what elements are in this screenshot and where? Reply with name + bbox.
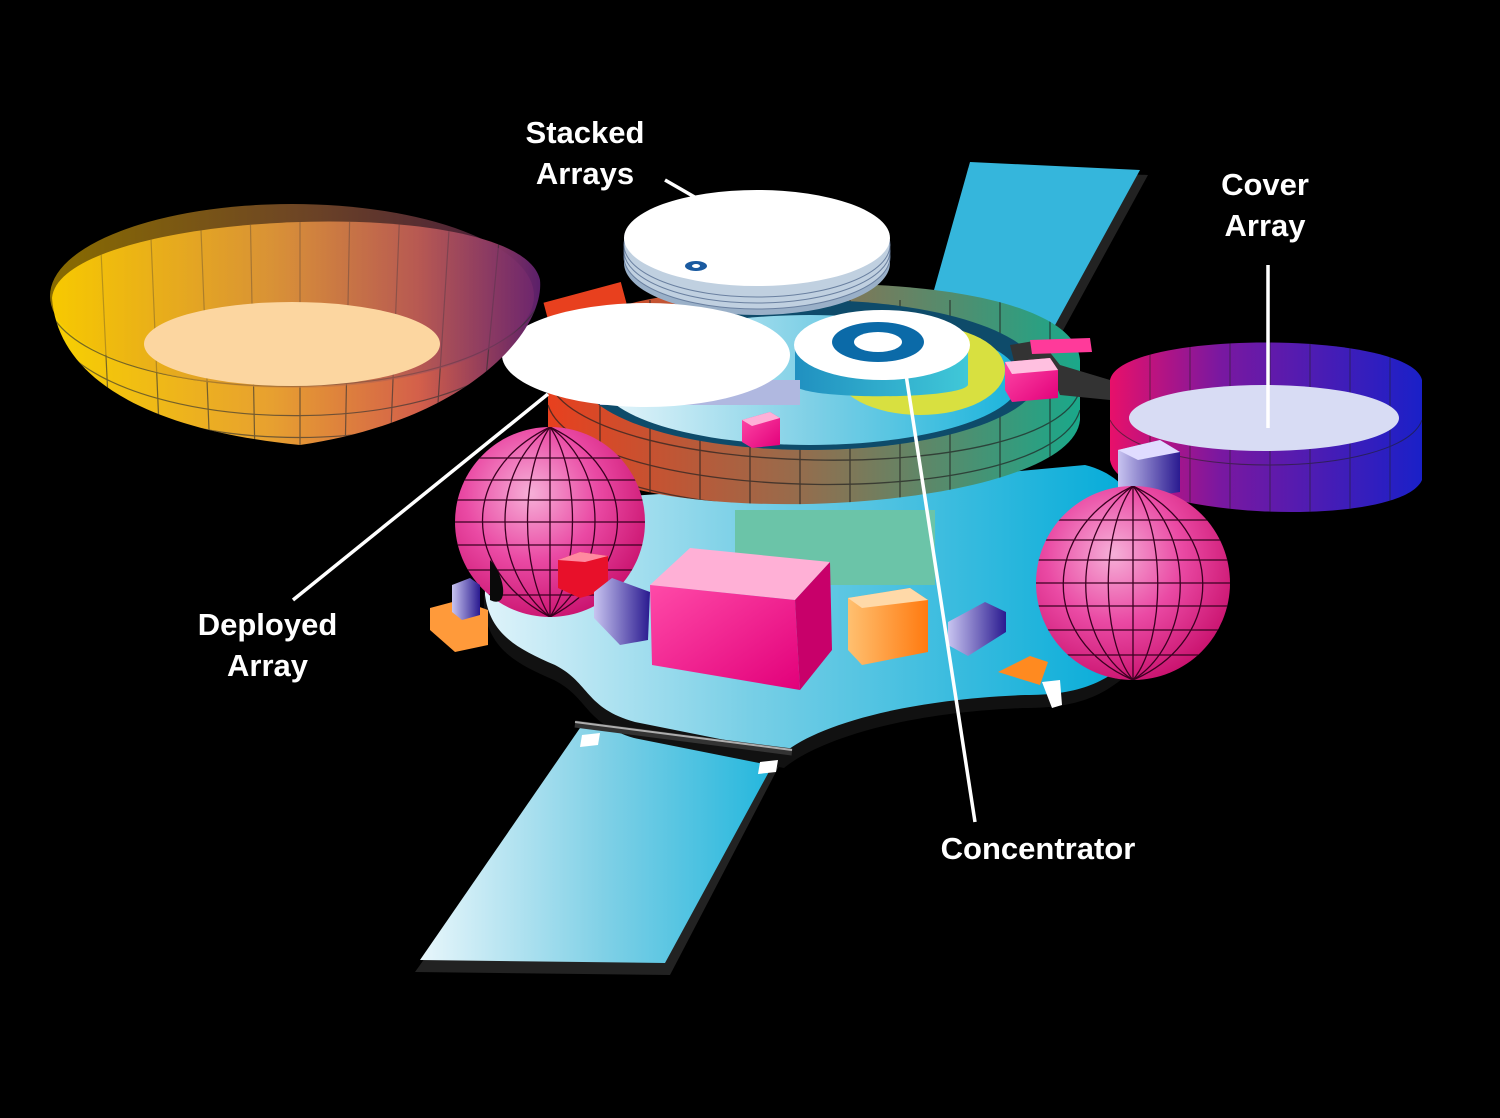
- torus-pink-box: [742, 412, 780, 448]
- red-box: [558, 552, 608, 598]
- label-stacked-line2: Arrays: [535, 156, 635, 191]
- label-cover-array: Cover Array: [1185, 164, 1345, 246]
- callout-concentrator: [903, 367, 977, 823]
- label-cover-line1: Cover: [1221, 167, 1309, 202]
- label-stacked-line1: Stacked: [525, 115, 645, 150]
- blue-box-right: [948, 602, 1006, 656]
- label-deployed-line2: Array: [227, 648, 308, 683]
- stacked-arrays: [623, 190, 891, 315]
- label-stacked-arrays: Stacked Arrays: [500, 112, 670, 194]
- label-concentrator-text: Concentrator: [940, 831, 1136, 866]
- concentrator: [794, 310, 1005, 415]
- large-pink-box: [650, 548, 832, 690]
- link-arm: [1005, 338, 1110, 402]
- blue-box-left: [594, 578, 650, 645]
- lower-solar-panel: [415, 728, 790, 975]
- callout-lines: [291, 178, 1270, 823]
- side-instrument: [430, 578, 488, 652]
- bowl-reflector: [50, 204, 541, 445]
- deployed-array-disc: [502, 303, 800, 407]
- label-concentrator: Concentrator: [918, 828, 1158, 869]
- boom: [574, 720, 793, 774]
- right-sphere: [1036, 486, 1230, 680]
- callout-deployed-array: [291, 392, 550, 602]
- orange-fan: [998, 656, 1062, 708]
- orange-box: [848, 588, 928, 665]
- callout-stacked-arrays: [664, 178, 706, 205]
- label-cover-line2: Array: [1224, 208, 1306, 243]
- cover-array: [1110, 342, 1422, 513]
- bus-edge: [490, 560, 504, 602]
- label-deployed-array: Deployed Array: [180, 604, 355, 686]
- label-deployed-line1: Deployed: [197, 607, 338, 642]
